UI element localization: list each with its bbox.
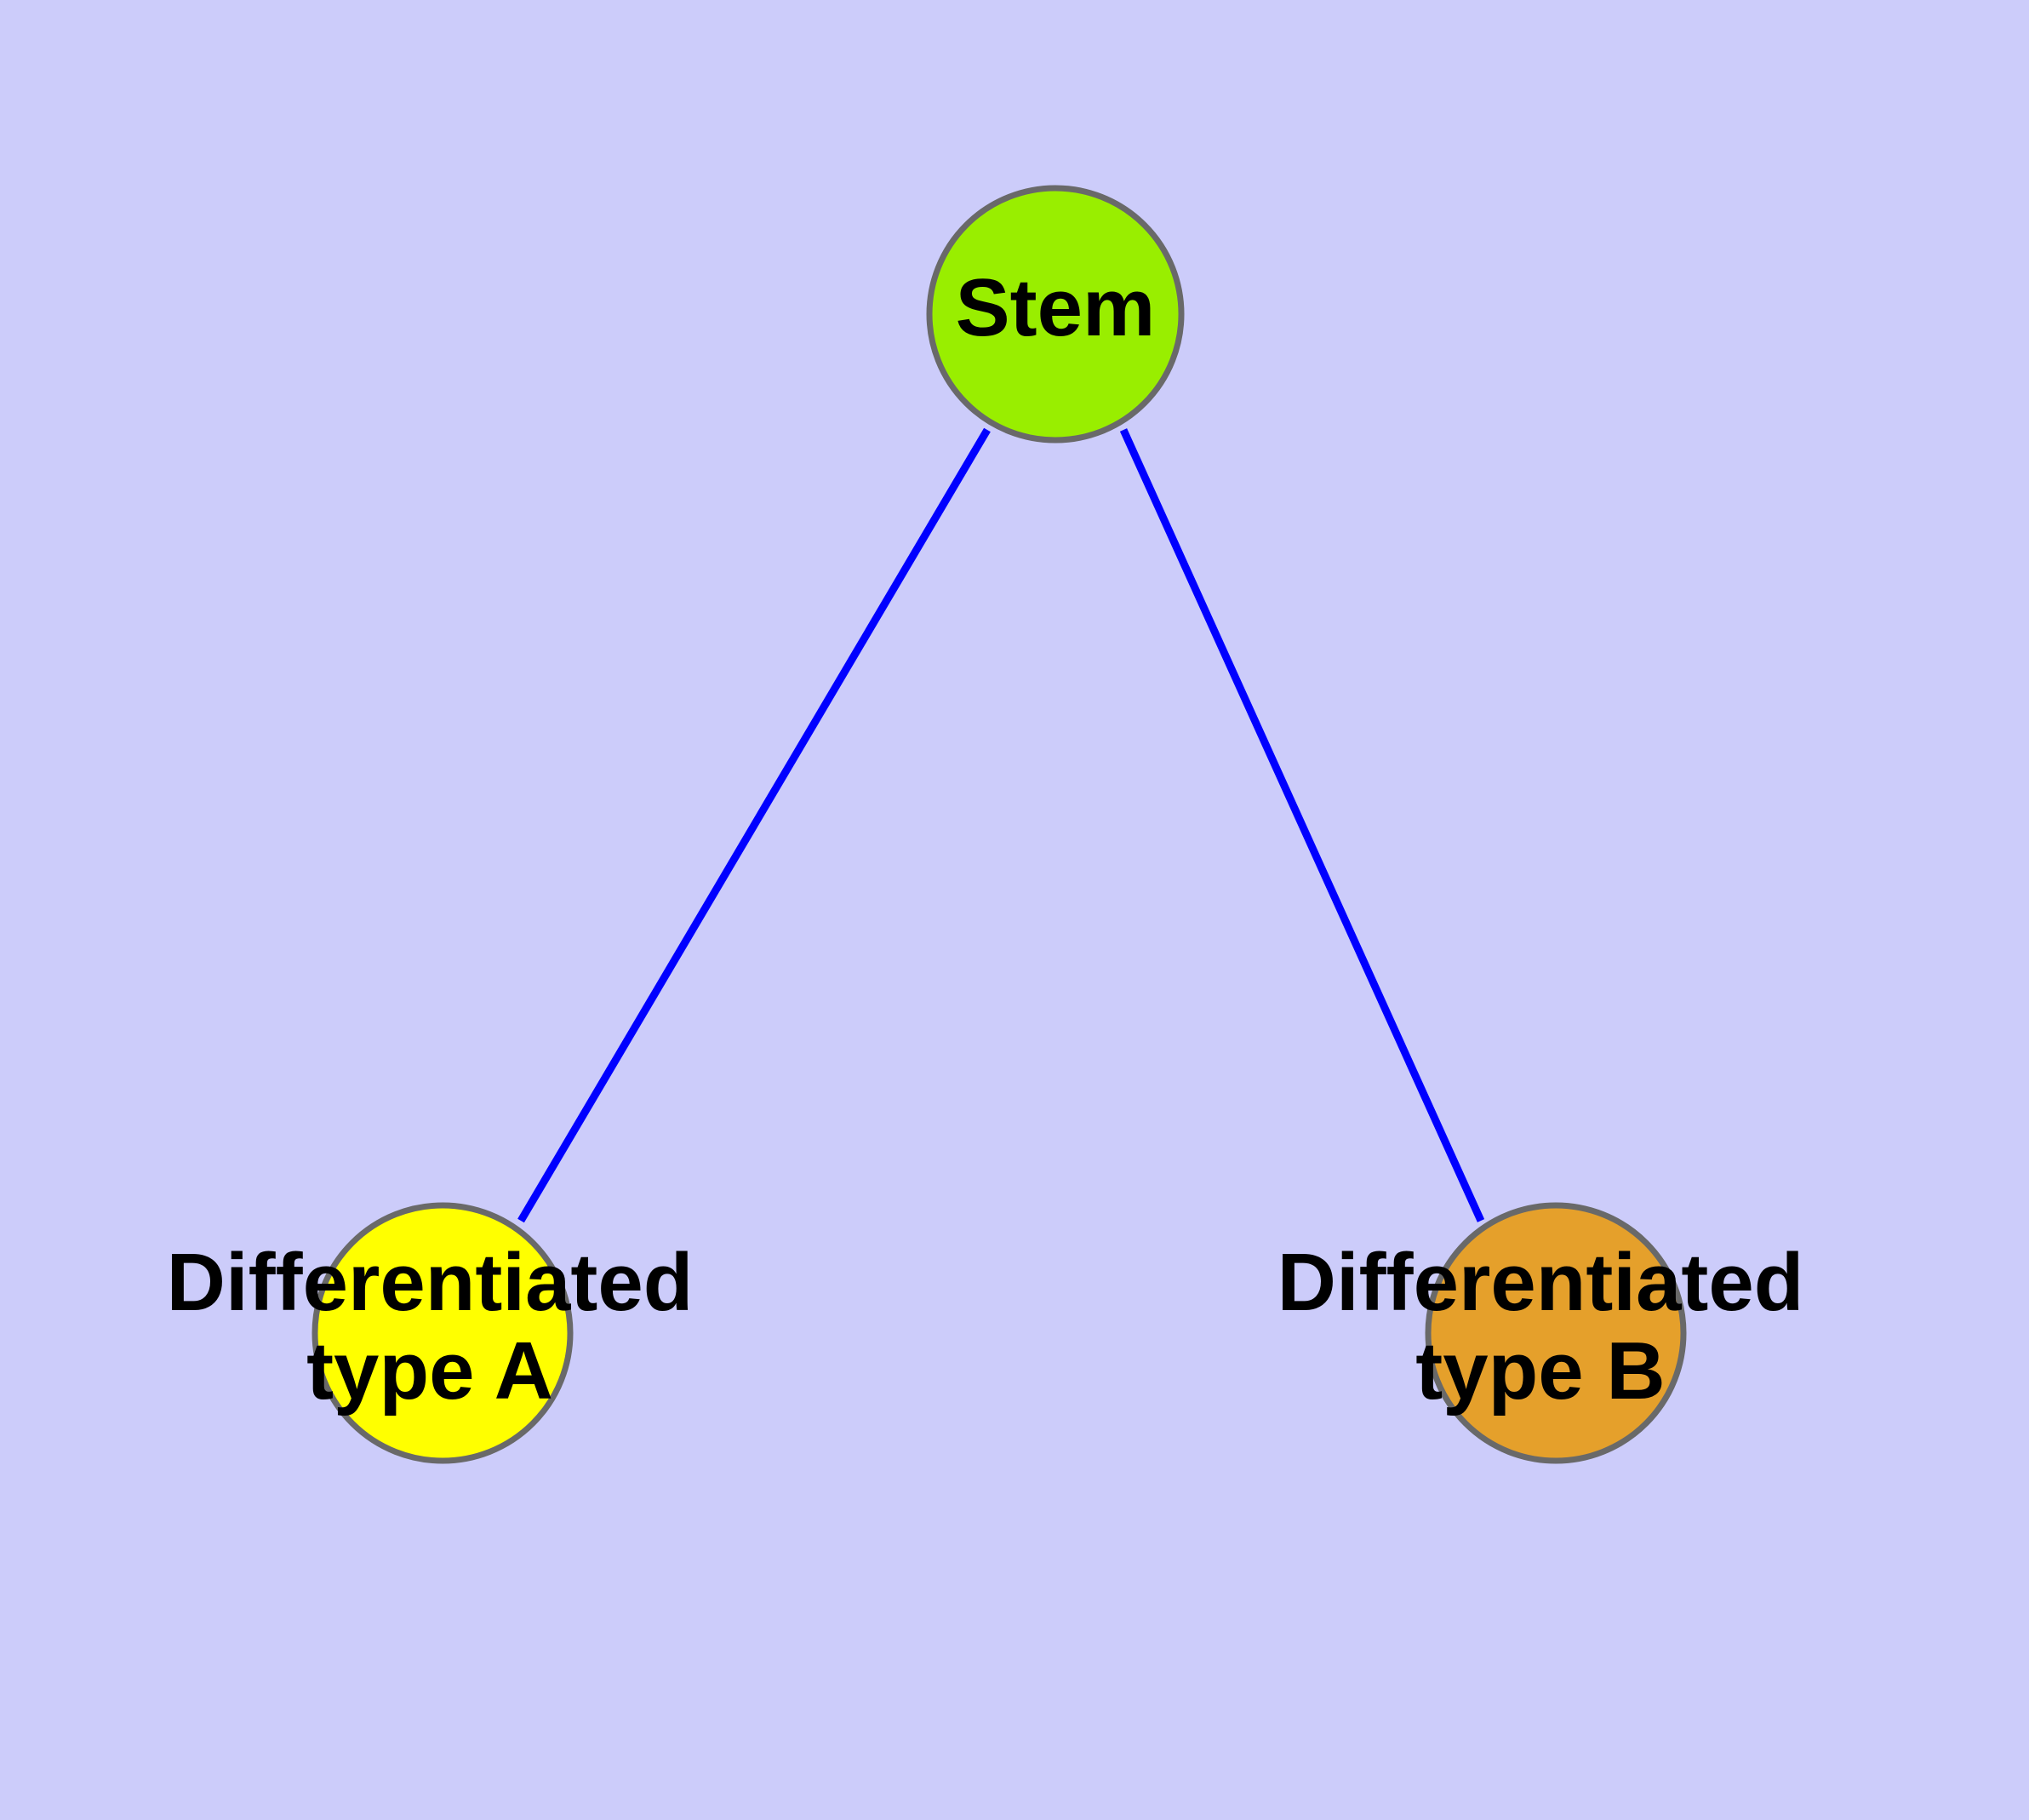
node-stem[interactable]: Stem [926, 185, 1185, 444]
node-stem-circle[interactable] [926, 185, 1185, 444]
node-differentiated-type-a-circle[interactable] [311, 1202, 574, 1464]
edge-layer [517, 427, 1485, 1223]
node-stem-label: Stem [956, 262, 1156, 353]
edge-stem-to-differentiated-type-b[interactable] [1119, 428, 1485, 1222]
edge-stem-to-differentiated-type-a[interactable] [517, 427, 991, 1223]
node-differentiated-type-b-circle[interactable] [1425, 1202, 1687, 1464]
